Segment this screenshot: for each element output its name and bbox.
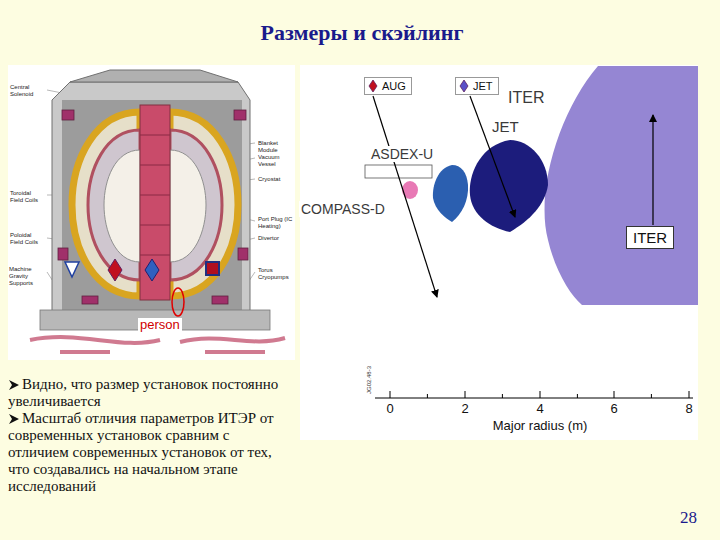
- drawing-line: [140, 165, 170, 166]
- part-label: Central Solenoid: [10, 84, 44, 98]
- diamond-marker: [459, 79, 469, 93]
- drawing-line: [465, 391, 466, 398]
- drawing-path: [170, 130, 222, 280]
- drawing-rect: [8, 65, 295, 360]
- drawing-line: [689, 391, 690, 398]
- bullet-arrow-shape: [9, 380, 19, 390]
- drawing-g: [58, 110, 248, 304]
- drawing-line: [540, 391, 541, 398]
- drawing-rect: [62, 110, 74, 120]
- drawing-line: [470, 96, 515, 217]
- tick-label: 4: [536, 402, 543, 417]
- drawing-rect: [62, 100, 242, 310]
- person-label: person: [138, 318, 182, 333]
- drawing-rect: [234, 110, 246, 120]
- part-label: Cryostat: [258, 176, 293, 183]
- drawing-rect: [300, 65, 698, 440]
- box-label: ITER: [633, 229, 667, 246]
- drawing-rect: [140, 105, 170, 300]
- drawing-path: [470, 140, 548, 232]
- page-number: 28: [680, 508, 697, 528]
- drawing-g: [390, 391, 689, 398]
- drawing-line: [140, 195, 170, 196]
- bullet-arrow: [8, 413, 20, 425]
- drawing-line: [651, 394, 652, 398]
- drawing-line: [140, 225, 170, 226]
- drawing-polygon: [65, 262, 79, 277]
- figure-code: JG02.48-3: [366, 366, 373, 394]
- part-label: Vacuum Vessel: [258, 154, 293, 168]
- drawing-g: [140, 135, 170, 255]
- diamond-shape: [460, 80, 468, 92]
- box-label: JET: [473, 80, 493, 92]
- drawing-path: [88, 130, 140, 280]
- bullet-text: Масштаб отличия параметров ИТЭР от совре…: [8, 410, 288, 495]
- drawing-path: [170, 150, 206, 262]
- drawing-polygon: [108, 259, 122, 281]
- drawing-line: [614, 391, 615, 398]
- part-label: Divertor: [258, 235, 293, 242]
- drawing-line: [427, 394, 428, 398]
- drawing-rect: [212, 296, 228, 304]
- diamond-marker: [368, 79, 378, 93]
- drawing-path: [433, 165, 468, 222]
- part-label: Toroidal Field Coils: [10, 190, 44, 204]
- drawing-rect: [238, 248, 248, 260]
- drawing-path: [545, 66, 698, 305]
- bullet-list: Видно, что размер установок постоянно ув…: [8, 376, 288, 495]
- drawing-path: [170, 112, 238, 296]
- drawing-path: [60, 350, 110, 354]
- device-label: JET: [490, 118, 521, 135]
- device-label: ASDEX-U: [369, 146, 435, 162]
- legend-box: AUG: [364, 77, 412, 95]
- drawing-rect: [82, 296, 98, 304]
- box-label: AUG: [382, 80, 406, 92]
- drawing-line: [652, 115, 653, 225]
- tick-label: 6: [610, 402, 617, 417]
- drawing-line: [502, 394, 503, 398]
- drawing-path: [70, 70, 238, 82]
- drawing-line: [390, 391, 391, 398]
- tick-label: 0: [386, 402, 393, 417]
- drawing-rect: [58, 248, 68, 260]
- bullet-arrow-shape: [9, 414, 19, 424]
- part-label: Torus Cryopumps: [258, 267, 293, 281]
- tick-label: 2: [461, 402, 468, 417]
- drawing-path: [30, 337, 160, 343]
- drawing-path: [205, 350, 265, 354]
- drawing-ellipse: [172, 288, 184, 316]
- drawing-line: [577, 394, 578, 398]
- drawing-path: [104, 150, 140, 262]
- drawing-g: [30, 337, 285, 352]
- drawing-line: [140, 135, 170, 136]
- part-label: Poloidal Field Coils: [10, 232, 44, 246]
- drawing-polygon: [145, 259, 159, 281]
- bullet-arrow: [8, 379, 20, 391]
- device-label: COMPASS-D: [299, 201, 387, 217]
- device-label: ITER: [506, 89, 546, 107]
- part-label: Port Plug (IC Heating): [258, 216, 293, 230]
- tick-label: 8: [685, 402, 692, 417]
- drawing-path: [72, 112, 140, 296]
- label-box: ITER: [626, 226, 674, 249]
- part-label: Blanket Module: [258, 140, 293, 154]
- bullet-text: Видно, что размер установок постоянно ув…: [8, 376, 288, 410]
- drawing-path: [180, 338, 285, 342]
- axis-title: Major radius (m): [493, 419, 588, 434]
- diamond-shape: [369, 80, 377, 92]
- drawing-line: [375, 398, 693, 399]
- slide-title: Размеры и скэйлинг: [0, 20, 720, 46]
- part-label: Machine Gravity Supports: [9, 266, 44, 287]
- drawing-rect: [206, 262, 219, 275]
- legend-box: JET: [455, 77, 499, 95]
- drawing-line: [140, 255, 170, 256]
- drawing-line: [373, 96, 437, 297]
- drawing-path: [52, 82, 250, 318]
